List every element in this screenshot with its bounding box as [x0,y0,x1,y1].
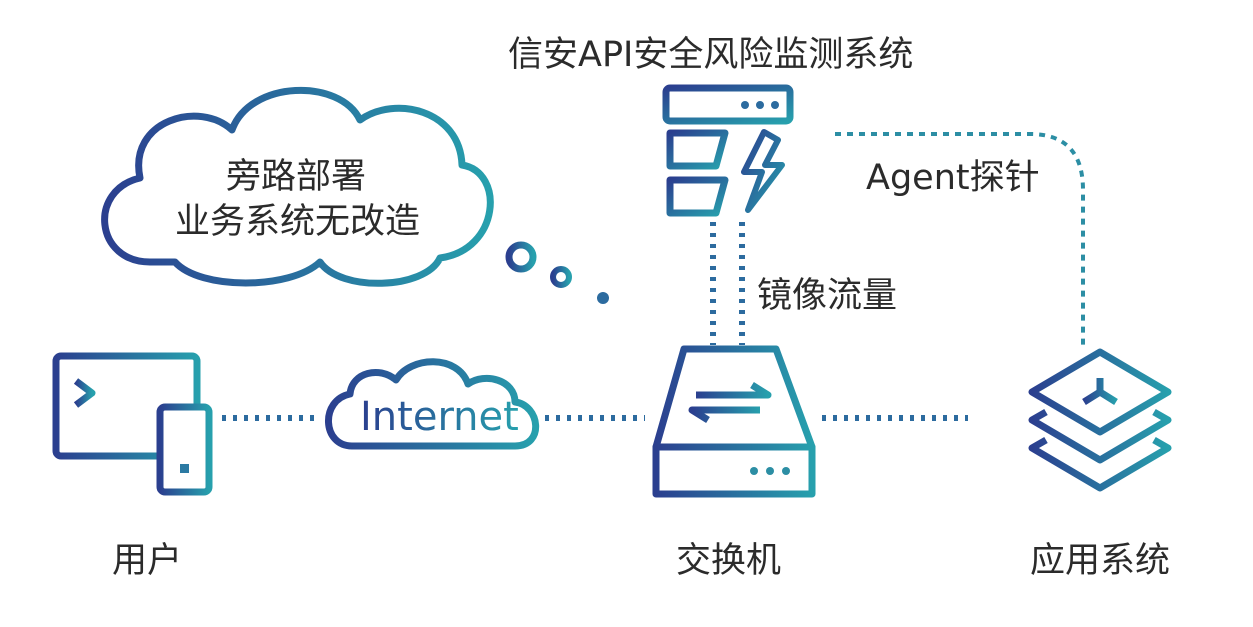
thought-bubble-medium [550,266,572,288]
switch-icon [652,345,816,498]
mirror-traffic-label: 镜像流量 [757,276,898,316]
thought-text-line1: 旁路部署 [226,157,367,197]
internet-label: Internet [360,394,519,440]
thought-cloud-icon [101,87,494,287]
layers-icon [1028,348,1172,492]
switch-label: 交换机 [676,541,782,581]
phone-icon [156,403,213,496]
agent-probe-line [835,132,1085,345]
lightning-icon [741,129,785,213]
internet-cloud-icon [325,358,540,450]
thought-bubble-small [597,292,609,304]
switch-dots [750,467,790,475]
server-icon [662,84,794,217]
server-dots [741,101,779,109]
connection-lines [222,222,968,421]
user-label: 用户 [112,541,183,581]
agent-probe-label: Agent探针 [866,158,1040,198]
app-system-label: 应用系统 [1030,541,1171,581]
diagram-title: 信安API安全风险监测系统 [508,35,914,75]
thought-bubble-large [505,241,537,273]
thought-text-line2: 业务系统无改造 [175,202,421,242]
